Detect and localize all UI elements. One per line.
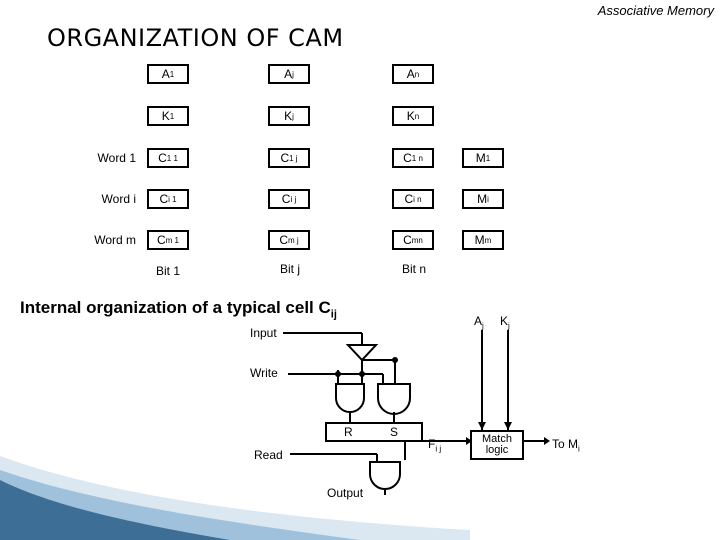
to-match-register-label: To Mi — [552, 437, 580, 454]
word-label-m: Word m — [94, 233, 136, 247]
cell-section-title: Internal organization of a typical cell … — [20, 298, 337, 321]
word-label-i: Word i — [101, 192, 136, 206]
slide-title: ORGANIZATION OF CAM — [47, 24, 344, 52]
bit-label-1: Bit 1 — [156, 264, 181, 278]
header-tag: Associative Memory — [597, 3, 714, 18]
reset-label: R — [344, 425, 353, 439]
input-label: Input — [250, 326, 277, 340]
flipflop-output-label: Fi j — [428, 437, 442, 454]
bit-label-j: Bit j — [280, 262, 301, 276]
read-label: Read — [254, 448, 283, 462]
match-logic-box: Match logic — [470, 430, 524, 460]
match-logic-line-2: logic — [485, 444, 509, 456]
argument-bit-label: Aj — [474, 314, 484, 331]
output-label: Output — [327, 486, 364, 500]
write-label: Write — [250, 366, 278, 380]
set-label: S — [390, 425, 399, 439]
key-bit-label: Kj — [500, 314, 510, 331]
word-label-1: Word 1 — [97, 151, 136, 165]
bit-label-n: Bit n — [402, 262, 427, 276]
match-logic-line-1: Match — [482, 433, 512, 445]
